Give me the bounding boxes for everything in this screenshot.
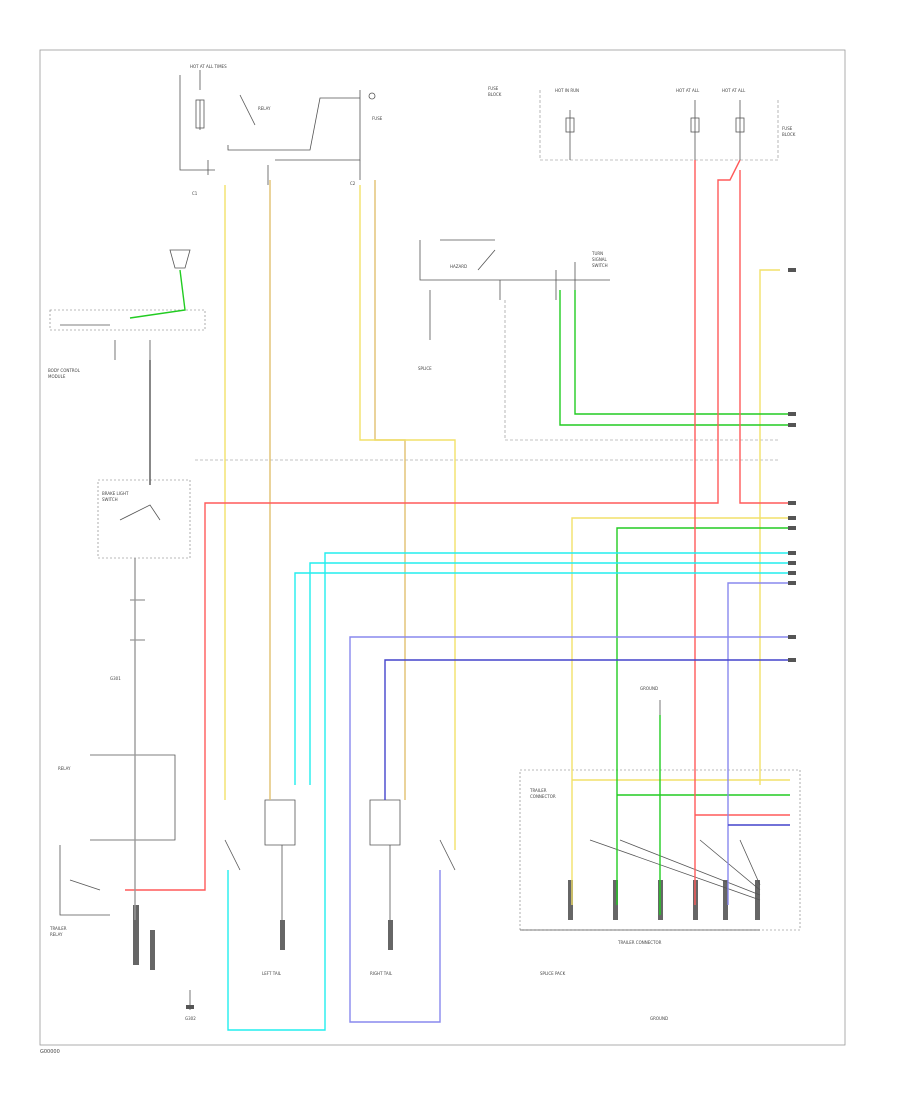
wire-blue-light bbox=[727, 582, 790, 905]
bottom-left-relay: RELAY TRAILER RELAY G302 bbox=[49, 754, 196, 1021]
svg-text:SPLICE PACK: SPLICE PACK bbox=[540, 971, 566, 976]
wire-blue-outer bbox=[349, 636, 790, 1023]
figure-id: G00000 bbox=[40, 1049, 60, 1055]
svg-text:GROUND: GROUND bbox=[640, 686, 658, 691]
svg-text:TRAILER: TRAILER bbox=[529, 788, 547, 793]
wires bbox=[125, 159, 790, 1031]
lamp-clusters: LEFT TAIL RIGHT TAIL bbox=[224, 799, 456, 976]
svg-text:SIGNAL: SIGNAL bbox=[592, 257, 608, 262]
left-components: BODY CONTROL MODULE BRAKE LIGHT SWITCH G… bbox=[48, 249, 206, 681]
svg-text:FUSE: FUSE bbox=[372, 116, 383, 121]
fuse-block-right: FUSE BLOCK HOT IN RUN HOT AT ALL HOT AT … bbox=[488, 86, 796, 161]
svg-text:RIGHT TAIL: RIGHT TAIL bbox=[370, 971, 393, 976]
wire-green-left bbox=[129, 269, 186, 319]
svg-text:FUSE: FUSE bbox=[488, 86, 499, 91]
svg-text:RELAY: RELAY bbox=[58, 766, 71, 771]
edge-connectors bbox=[788, 268, 796, 662]
svg-text:G301: G301 bbox=[110, 676, 121, 681]
svg-text:BODY CONTROL: BODY CONTROL bbox=[48, 368, 81, 373]
svg-text:BRAKE LIGHT: BRAKE LIGHT bbox=[102, 491, 129, 496]
wire-cyan-inner bbox=[309, 562, 790, 785]
svg-text:RELAY: RELAY bbox=[258, 106, 271, 111]
wire-cyan-outer bbox=[227, 552, 790, 1031]
trailer-connector-label: TRAILER CONNECTOR bbox=[617, 940, 662, 945]
fuse-block-left: HOT AT ALL TIMES RELAY FUSE C1 C2 bbox=[179, 64, 383, 196]
svg-text:HOT AT ALL TIMES: HOT AT ALL TIMES bbox=[190, 64, 227, 69]
wire-yellow-mid bbox=[359, 185, 456, 850]
wire-green-trailer bbox=[616, 527, 790, 905]
svg-text:MODULE: MODULE bbox=[48, 374, 66, 379]
svg-text:HAZARD: HAZARD bbox=[450, 264, 467, 269]
svg-text:GROUND: GROUND bbox=[650, 1016, 668, 1021]
wire-green-top bbox=[574, 290, 790, 415]
svg-text:C2: C2 bbox=[350, 181, 356, 186]
svg-text:SWITCH: SWITCH bbox=[592, 263, 608, 268]
wire-yellow-right bbox=[759, 269, 780, 785]
turn-signal-switch: HAZARD TURN SIGNAL SWITCH SPLICE bbox=[418, 239, 610, 371]
svg-text:TRAILER: TRAILER bbox=[49, 926, 67, 931]
diagram-frame bbox=[39, 49, 846, 1046]
wire-green-second bbox=[559, 290, 790, 426]
wire-tan-mid bbox=[374, 180, 406, 800]
wire-cyan-left bbox=[294, 572, 790, 785]
svg-text:LEFT TAIL: LEFT TAIL bbox=[262, 971, 282, 976]
wire-red-right bbox=[739, 170, 790, 504]
svg-text:FUSE: FUSE bbox=[782, 126, 793, 131]
svg-text:CONNECTOR: CONNECTOR bbox=[530, 794, 556, 799]
wire-red-branch bbox=[125, 159, 741, 891]
svg-text:C1: C1 bbox=[192, 191, 198, 196]
svg-text:HOT IN RUN: HOT IN RUN bbox=[555, 88, 579, 93]
wire-yellow-trailer bbox=[571, 517, 790, 905]
wire-blue-dark bbox=[384, 659, 790, 800]
svg-text:G302: G302 bbox=[185, 1016, 196, 1021]
svg-text:SPLICE: SPLICE bbox=[418, 366, 432, 371]
svg-text:TURN: TURN bbox=[591, 251, 603, 256]
svg-text:SWITCH: SWITCH bbox=[102, 497, 118, 502]
svg-text:HOT AT ALL: HOT AT ALL bbox=[722, 88, 746, 93]
svg-text:HOT AT ALL: HOT AT ALL bbox=[676, 88, 700, 93]
svg-text:BLOCK: BLOCK bbox=[488, 92, 502, 97]
guide-lines bbox=[195, 300, 780, 461]
svg-text:RELAY: RELAY bbox=[50, 932, 63, 937]
svg-text:BLOCK: BLOCK bbox=[782, 132, 796, 137]
